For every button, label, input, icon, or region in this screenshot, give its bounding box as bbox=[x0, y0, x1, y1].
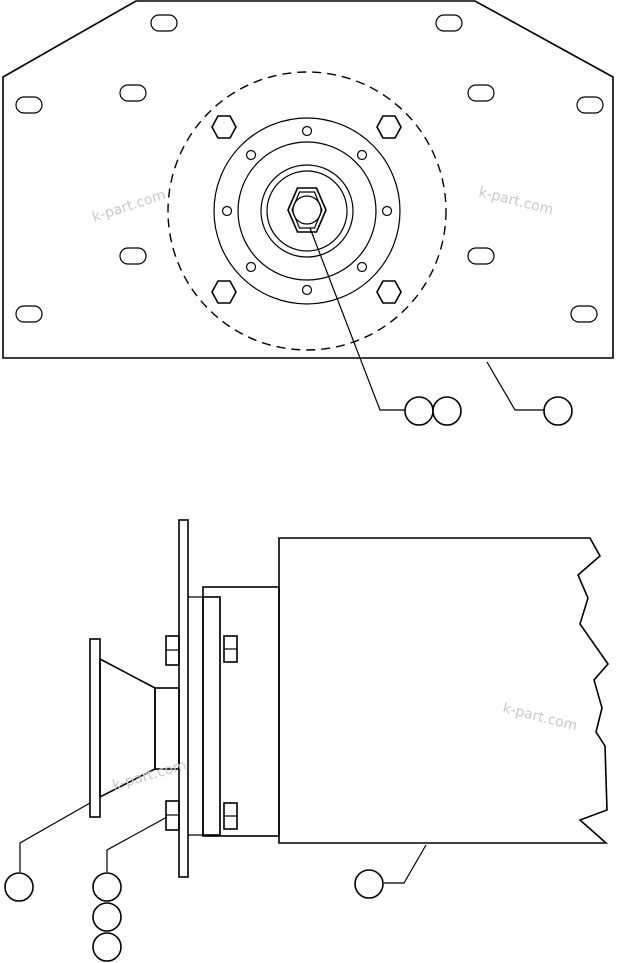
motor-body bbox=[278, 537, 610, 844]
flange-hole bbox=[245, 261, 257, 273]
callout-bubble bbox=[92, 872, 122, 902]
slot-hole bbox=[119, 84, 147, 102]
flange-hole bbox=[381, 205, 393, 217]
watermark-text: k-part.com bbox=[111, 757, 189, 793]
slot-hole bbox=[15, 305, 43, 323]
callout-bubble bbox=[543, 396, 573, 426]
mounting-plate-side bbox=[178, 519, 189, 878]
watermark-text: k-part.com bbox=[90, 187, 167, 226]
motor-outline-dashed bbox=[167, 71, 447, 351]
slot-hole bbox=[15, 96, 43, 114]
front-view-plate: k-part.com k-part.com bbox=[2, 0, 614, 426]
coupling-flange-plate bbox=[89, 638, 101, 818]
slot-hole bbox=[467, 247, 495, 265]
bolt-head bbox=[376, 115, 402, 139]
bolt-head bbox=[211, 280, 237, 304]
adapter-flange bbox=[202, 586, 280, 837]
coupling-shaft bbox=[154, 687, 180, 770]
bolt-head bbox=[211, 115, 237, 139]
leader-line bbox=[19, 802, 91, 872]
flange-hole bbox=[245, 149, 257, 161]
shaft-circle bbox=[292, 195, 322, 225]
callout-bubble bbox=[92, 932, 122, 962]
watermark-text: k-part.com bbox=[501, 700, 579, 734]
center-hex-nut-inner bbox=[291, 191, 323, 229]
callout-bubble bbox=[92, 902, 122, 932]
slot-hole bbox=[570, 305, 598, 323]
flange-hole bbox=[356, 261, 368, 273]
flange-outer-circle bbox=[213, 117, 401, 305]
callout-bubble bbox=[404, 396, 434, 426]
flange-hole bbox=[301, 125, 313, 137]
plate-outline bbox=[2, 0, 614, 359]
callout-bubble bbox=[432, 396, 462, 426]
adapter-flange-face bbox=[202, 596, 221, 836]
slot-hole bbox=[435, 14, 463, 32]
callout-bubble bbox=[4, 872, 34, 902]
bolt-head bbox=[376, 280, 402, 304]
flange-inner-circle bbox=[237, 141, 377, 281]
leader-line bbox=[106, 816, 168, 872]
leader-line bbox=[309, 227, 405, 411]
side-view-assembly: k-part.com k-part.com bbox=[4, 519, 610, 962]
leader-line bbox=[486, 361, 544, 411]
flange-hole bbox=[356, 149, 368, 161]
slot-hole bbox=[467, 84, 495, 102]
flange-hole bbox=[301, 284, 313, 296]
center-hex-nut bbox=[287, 187, 327, 233]
hub-inner-circle bbox=[266, 170, 348, 252]
hub-circle bbox=[260, 164, 354, 258]
slot-hole bbox=[119, 247, 147, 265]
slot-hole bbox=[576, 96, 604, 114]
leader-line bbox=[384, 844, 427, 884]
slot-hole bbox=[150, 14, 178, 32]
flange-hole bbox=[221, 205, 233, 217]
watermark-text: k-part.com bbox=[477, 184, 555, 218]
callout-bubble bbox=[354, 869, 384, 899]
